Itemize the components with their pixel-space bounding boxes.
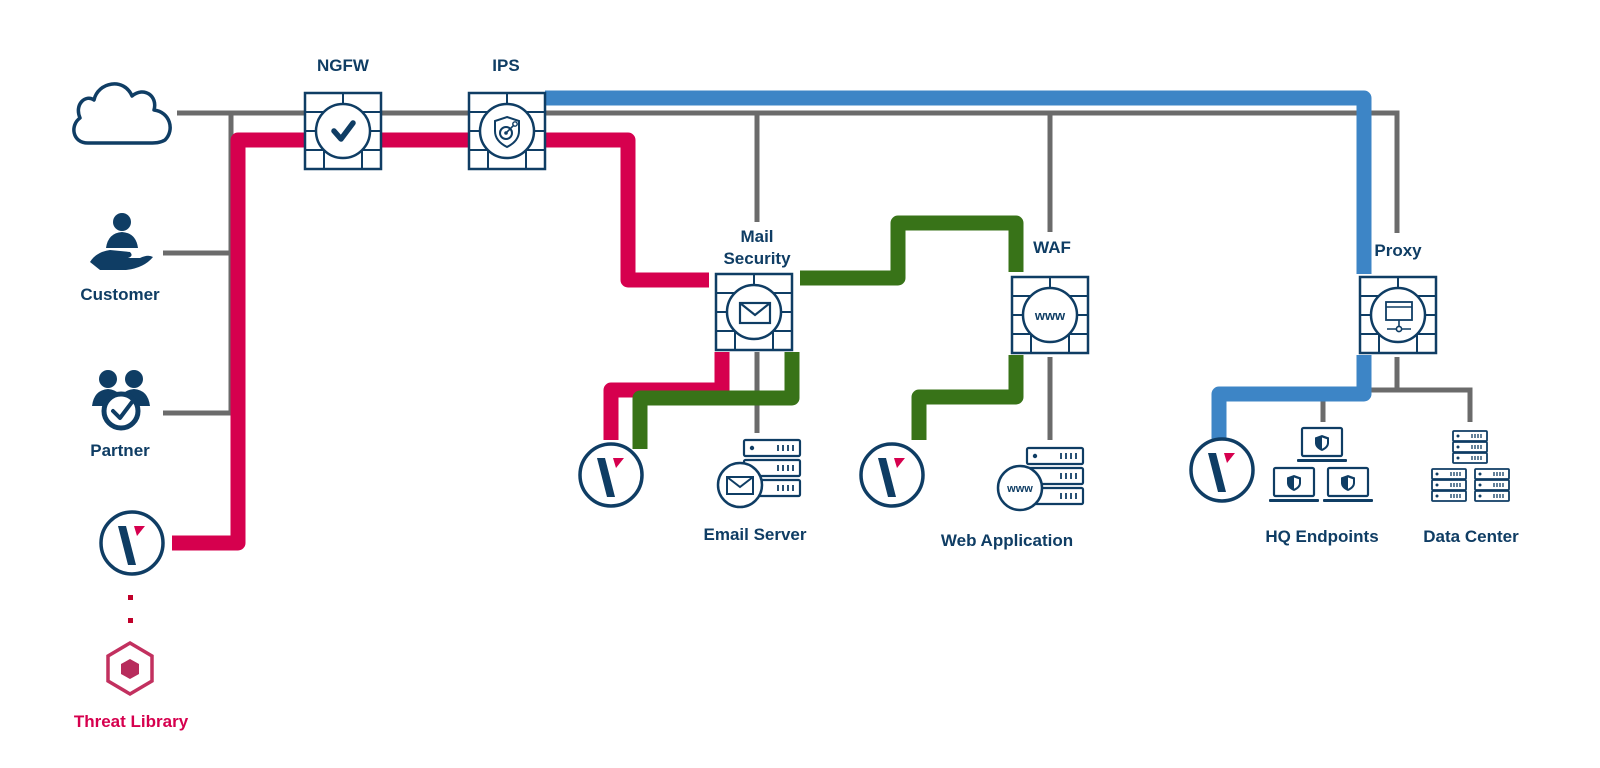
partner-check-icon [92, 370, 150, 431]
red-path-ips-mail [545, 132, 709, 288]
venafi-logo-icon [1189, 437, 1255, 503]
partner-label: Partner [90, 441, 150, 460]
blue-path-proxy-venafi [1211, 355, 1372, 440]
dot [128, 595, 133, 600]
customer-node[interactable]: Customer [80, 213, 160, 304]
data-center-label: Data Center [1423, 527, 1519, 546]
threat-library-node[interactable]: Threat Library [74, 640, 189, 731]
web-server-icon: www [996, 446, 1085, 512]
venafi-waf-node[interactable] [859, 442, 925, 508]
red-path-main [172, 132, 304, 551]
green-path-waf-venafi [911, 355, 1024, 440]
partner-node[interactable]: Partner [90, 370, 150, 460]
venafi-logo-icon [578, 442, 644, 508]
blue-path-ips-proxy [545, 90, 1372, 274]
waf-label: WAF [1033, 238, 1071, 257]
data-center-node[interactable]: Data Center [1423, 430, 1519, 546]
customer-label: Customer [80, 285, 160, 304]
green-path-mail-venafi [632, 352, 800, 449]
browser-network-icon [1385, 301, 1413, 333]
red-path [172, 132, 730, 551]
venafi-logo-icon [859, 442, 925, 508]
mail-security-label-line2: Security [723, 249, 791, 268]
ngfw-node[interactable]: NGFW [303, 56, 383, 171]
customer-hand-icon [90, 213, 153, 270]
threat-library-label: Threat Library [74, 712, 189, 731]
hexagon-core-icon [121, 659, 139, 679]
laptops-shield-icon [1267, 426, 1375, 504]
web-application-node[interactable]: www Web Application [941, 446, 1085, 550]
link-backbone [545, 110, 1400, 233]
threat-dots [128, 595, 133, 623]
internet-cloud-node[interactable] [72, 82, 172, 145]
mail-security-label-line1: Mail [740, 227, 773, 246]
waf-node[interactable]: WAF www [1010, 238, 1090, 355]
venafi-mail-node[interactable] [578, 442, 644, 508]
web-application-label: Web Application [941, 531, 1073, 550]
firewall-box-icon [714, 272, 794, 352]
www-icon: www [1006, 483, 1033, 495]
dot [128, 618, 133, 623]
ngfw-label: NGFW [317, 56, 370, 75]
hexagon-icon [106, 640, 154, 697]
envelope-icon [738, 301, 772, 325]
email-server-label: Email Server [703, 525, 806, 544]
cloud-icon [72, 82, 172, 145]
venafi-source-node[interactable] [99, 510, 165, 576]
server-racks-icon [1431, 430, 1510, 502]
email-server-node[interactable]: Email Server [703, 438, 807, 544]
ips-node[interactable]: IPS [467, 56, 547, 171]
green-path-mail-waf [800, 215, 1024, 286]
link-proxy-bus [1368, 387, 1473, 422]
ips-label: IPS [492, 56, 519, 75]
venafi-logo-icon [99, 510, 165, 576]
proxy-node[interactable]: Proxy [1358, 241, 1438, 355]
checkmark-icon [331, 120, 356, 142]
firewall-box-icon [303, 91, 383, 171]
hq-endpoints-label: HQ Endpoints [1265, 527, 1378, 546]
green-path [632, 215, 1024, 449]
www-icon: www [1034, 308, 1066, 323]
blue-path [545, 90, 1372, 440]
proxy-label: Proxy [1374, 241, 1422, 260]
red-path-mail-venafi [603, 352, 730, 440]
firewall-box-icon [1358, 275, 1438, 355]
shield-target-icon [494, 115, 520, 149]
email-server-icon [716, 438, 802, 509]
mail-security-node[interactable]: Mail Security [714, 227, 794, 352]
venafi-proxy-node[interactable] [1189, 437, 1255, 503]
hq-endpoints-node[interactable]: HQ Endpoints [1265, 426, 1379, 546]
